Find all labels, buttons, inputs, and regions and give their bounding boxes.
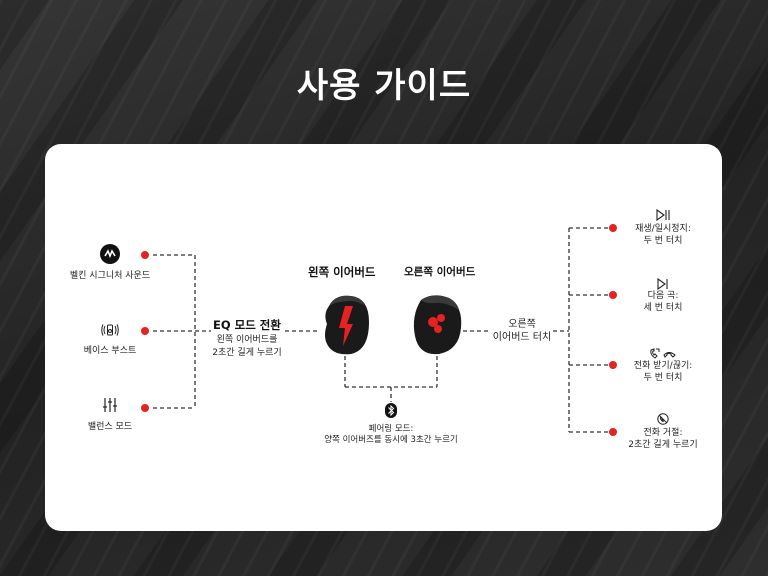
- action-dot-call: [609, 361, 617, 369]
- answer-end-call-icon: [649, 345, 677, 359]
- mode-dot-balance: [141, 404, 149, 412]
- right-touch-line2: 이어버드 터치: [492, 332, 552, 343]
- action-dot-play-pause: [609, 224, 617, 232]
- action-dot-reject: [609, 428, 617, 436]
- left-earbud-label: 왼쪽 이어버드: [308, 265, 376, 279]
- next-track-icon: [656, 275, 670, 291]
- action-reject-line2: 2초간 길게 누르기: [628, 440, 698, 450]
- mode-dot-signature: [141, 251, 149, 259]
- bass-boost-icon: [100, 320, 120, 340]
- reject-call-icon: [657, 410, 669, 425]
- action-play-pause-line1: 재생/일시정지:: [635, 224, 691, 234]
- action-next-line2: 세 번 터치: [643, 303, 683, 313]
- action-play-pause-line2: 두 번 터치: [643, 236, 683, 246]
- connector-lines: [153, 227, 611, 433]
- right-touch-line1: 오른쪽: [508, 319, 536, 330]
- pairing-line2: 양쪽 이어버즈를 동시에 3초간 누르기: [324, 435, 458, 445]
- eq-line1: 왼쪽 이어버드를: [216, 335, 278, 345]
- action-reject-line1: 전화 거절:: [643, 428, 683, 438]
- mode-label-bass: 베이스 부스트: [83, 346, 137, 356]
- action-call-line1: 전화 받기/끊기:: [633, 361, 693, 371]
- pairing-line1: 페어링 모드:: [368, 424, 414, 434]
- right-earbud-image: [411, 292, 465, 358]
- page-title: 사용 가이드: [296, 66, 472, 106]
- mode-dot-bass: [141, 327, 149, 335]
- action-next-line1: 다음 곡:: [647, 291, 679, 301]
- eq-title: EQ 모드 전환: [213, 318, 281, 332]
- action-call-line2: 두 번 터치: [643, 373, 683, 383]
- eq-line2: 2초간 길게 누르기: [212, 348, 282, 358]
- left-earbud-image: [321, 292, 373, 358]
- right-earbud-label: 오른쪽 이어버드: [404, 266, 476, 278]
- guide-card: 벨킨 시그니처 사운드 베이스 부스트 밸런스 모드 EQ 모드 전환 왼쪽 이…: [45, 144, 722, 531]
- action-dot-next: [609, 291, 617, 299]
- belkin-signature-icon: [100, 244, 120, 264]
- balance-sliders-icon: [101, 396, 119, 414]
- play-pause-icon: [655, 206, 671, 222]
- bluetooth-icon: [385, 403, 397, 418]
- mode-label-signature: 벨킨 시그니처 사운드: [69, 271, 151, 281]
- mode-label-balance: 밸런스 모드: [87, 422, 133, 432]
